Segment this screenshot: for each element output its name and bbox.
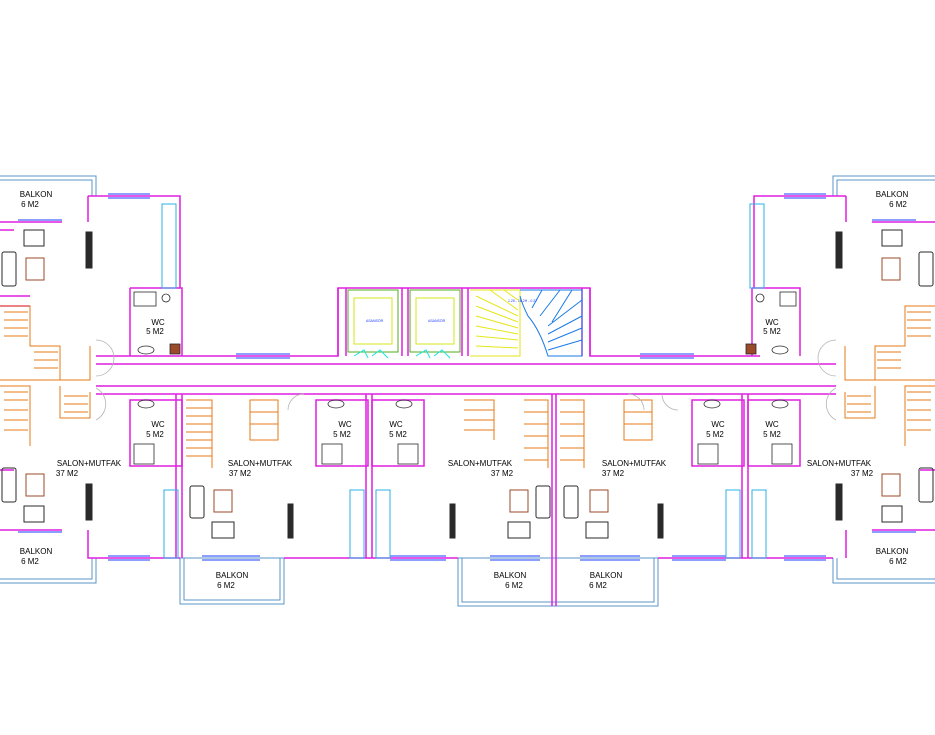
wc-label-3: WC bbox=[151, 420, 165, 429]
room-labels: BALKON 6 M2 BALKON 6 M2 WC 5 M2 WC 5 M2 … bbox=[20, 190, 909, 590]
sofa-icon bbox=[1, 251, 17, 287]
balkon-label-bl: BALKON bbox=[20, 547, 53, 556]
shower-icon bbox=[133, 443, 155, 465]
sink-icon bbox=[779, 291, 797, 307]
wc-label-7: WC bbox=[765, 420, 779, 429]
balcony-bottom-left bbox=[0, 558, 97, 584]
balkon-label-br: BALKON bbox=[876, 547, 909, 556]
elevator-label-1: ASANSÖR bbox=[366, 319, 384, 323]
tv-icon bbox=[85, 231, 93, 269]
m5-label-5: 5 M2 bbox=[389, 430, 407, 439]
wc-label-1: WC bbox=[151, 318, 165, 327]
m5-label-4: 5 M2 bbox=[333, 430, 351, 439]
sofa-icon bbox=[535, 485, 551, 519]
salon-label-5: SALON+MUTFAK bbox=[807, 459, 872, 468]
coffee-tables bbox=[25, 257, 901, 513]
balcony-top-left bbox=[0, 175, 97, 196]
wc-label-4: WC bbox=[338, 420, 352, 429]
wc-fixtures bbox=[133, 291, 797, 465]
m5-label-7: 5 M2 bbox=[763, 430, 781, 439]
m5-label-2: 5 M2 bbox=[763, 327, 781, 336]
sofa-icon bbox=[918, 467, 934, 503]
m6-label-tr: 6 M2 bbox=[889, 200, 907, 209]
stairs bbox=[0, 305, 935, 468]
sofa-icon bbox=[189, 485, 205, 519]
salon-label-4: SALON+MUTFAK bbox=[602, 459, 667, 468]
balkon-label-b3: BALKON bbox=[590, 571, 623, 580]
main-stair: 1.25 - 18.2H - 0.27 bbox=[470, 289, 583, 357]
sofa-icon bbox=[563, 485, 579, 519]
elevators: ASANSÖR ASANSÖR bbox=[347, 289, 461, 359]
m37-label-3: 37 M2 bbox=[491, 469, 514, 478]
balcony-bottom-right bbox=[832, 558, 935, 584]
wc-label-5: WC bbox=[389, 420, 403, 429]
salon-label-3: SALON+MUTFAK bbox=[448, 459, 513, 468]
balkon-label-b2: BALKON bbox=[494, 571, 527, 580]
sofa-icon bbox=[918, 251, 934, 287]
balkon-label-b1: BALKON bbox=[216, 571, 249, 580]
doors bbox=[95, 339, 837, 421]
windows bbox=[18, 193, 916, 561]
wc-label-6: WC bbox=[711, 420, 725, 429]
furniture bbox=[1, 229, 934, 539]
m37-label-2: 37 M2 bbox=[229, 469, 252, 478]
m5-label-3: 5 M2 bbox=[146, 430, 164, 439]
kitchen-counter-icon bbox=[161, 203, 767, 559]
stair-note: 1.25 - 18.2H - 0.27 bbox=[508, 299, 537, 303]
m6-label-b1: 6 M2 bbox=[217, 581, 235, 590]
toilet-icon bbox=[161, 293, 171, 303]
m37-label-1: 37 M2 bbox=[56, 469, 79, 478]
wc-label-2: WC bbox=[765, 318, 779, 327]
m6-label-b2: 6 M2 bbox=[505, 581, 523, 590]
balcony-bottom-2 bbox=[457, 557, 659, 607]
m6-label-b3: 6 M2 bbox=[589, 581, 607, 590]
elevator-label-2: ASANSÖR bbox=[428, 319, 446, 323]
m6-label-bl: 6 M2 bbox=[21, 557, 39, 566]
m6-label-br: 6 M2 bbox=[889, 557, 907, 566]
balkon-label-tl: BALKON bbox=[20, 190, 53, 199]
toilet-icon bbox=[755, 293, 765, 303]
walls bbox=[0, 195, 935, 606]
m5-label-6: 5 M2 bbox=[706, 430, 724, 439]
sofa-icon bbox=[1, 467, 17, 503]
balcony-top-right bbox=[832, 175, 935, 196]
balconies bbox=[0, 175, 935, 607]
salon-label-1: SALON+MUTFAK bbox=[57, 459, 122, 468]
balkon-label-tr: BALKON bbox=[876, 190, 909, 199]
m6-label-tl: 6 M2 bbox=[21, 200, 39, 209]
m37-label-4: 37 M2 bbox=[602, 469, 625, 478]
sink-icon bbox=[133, 291, 157, 307]
m37-label-5: 37 M2 bbox=[851, 469, 874, 478]
m5-label-1: 5 M2 bbox=[146, 327, 164, 336]
salon-label-2: SALON+MUTFAK bbox=[228, 459, 293, 468]
